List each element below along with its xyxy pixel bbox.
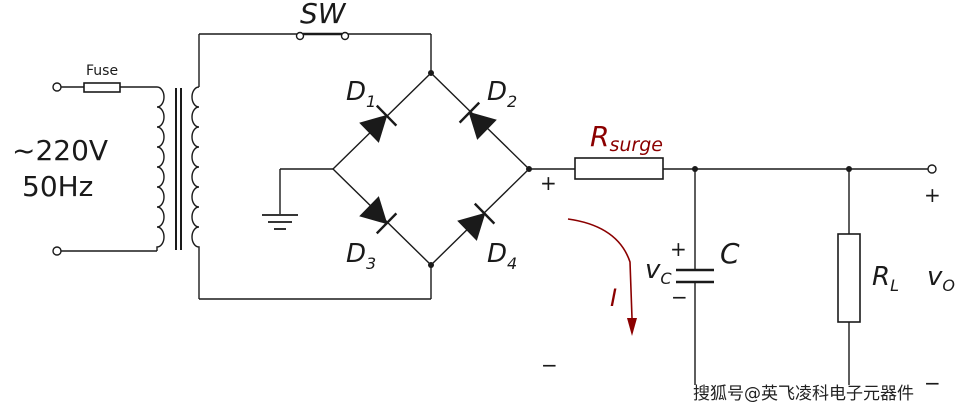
capacitor-plus: +	[670, 237, 687, 261]
output-minus: −	[924, 371, 941, 395]
capacitor-minus: −	[671, 285, 688, 309]
input-terminal-bottom	[52, 246, 62, 256]
diode-d4	[457, 202, 496, 241]
output-terminal	[927, 164, 937, 174]
d2-label: D2	[487, 77, 517, 111]
current-label: I	[610, 284, 617, 312]
diode-d2	[458, 101, 497, 140]
ground-symbol	[262, 214, 298, 230]
current-arrow	[567, 218, 633, 319]
watermark: 搜狐号@英飞凌科电子元器件	[693, 384, 914, 404]
vc-label: vC	[645, 255, 672, 288]
bridge-minus: −	[541, 353, 558, 377]
source-frequency-label: 50Hz	[22, 170, 93, 203]
load-resistor	[837, 233, 861, 323]
d1-label: D1	[346, 77, 376, 111]
rl-label: RL	[872, 262, 899, 295]
current-arrowhead	[627, 318, 637, 336]
switch-label: SW	[300, 0, 347, 30]
fuse-label: Fuse	[86, 63, 118, 79]
input-terminal-top	[52, 82, 62, 92]
transformer-secondary-coil	[191, 86, 200, 251]
vo-label: vO	[927, 262, 955, 295]
rsurge-resistor	[574, 157, 664, 180]
bridge-plus: +	[540, 171, 557, 195]
transformer-primary-coil	[156, 86, 165, 251]
source-voltage-label: ~220V	[12, 134, 108, 167]
bridge-node-bottom	[428, 262, 434, 268]
switch-contact-left	[295, 31, 305, 41]
switch-contact-right	[340, 31, 350, 41]
output-plus: +	[924, 183, 941, 207]
fuse-symbol	[83, 82, 121, 93]
diode-d1	[359, 104, 398, 143]
d3-label: D3	[346, 239, 376, 273]
rsurge-label: Rsurge	[590, 120, 663, 156]
d4-label: D4	[487, 239, 517, 273]
bridge-node-top	[428, 70, 434, 76]
diode-d3	[359, 196, 398, 235]
capacitor-label: C	[720, 237, 740, 270]
